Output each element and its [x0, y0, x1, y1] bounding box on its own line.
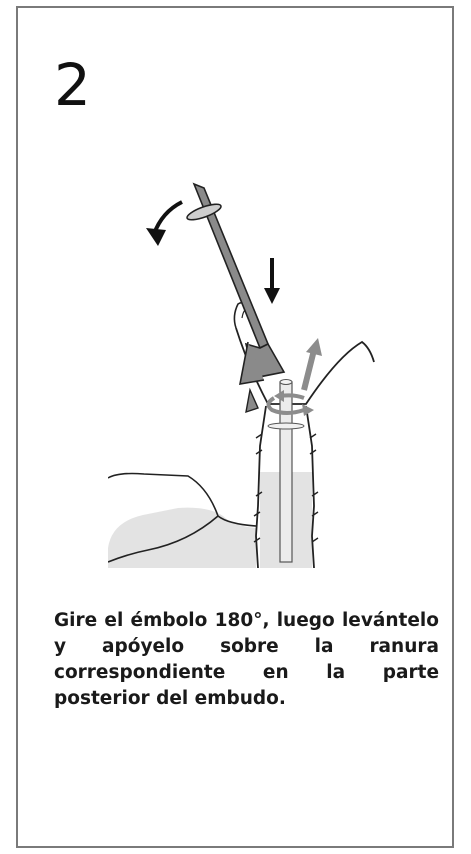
funnel-plunger-rotation-illustration [108, 182, 375, 569]
inner-plunger [267, 379, 305, 563]
instruction-text: Gire el émbolo 180°, luego levántelo y a… [54, 610, 439, 709]
plunger-rod [186, 182, 286, 414]
rotate-arrow-black-icon [146, 200, 183, 246]
rotate-arrow-grey-icon [266, 390, 314, 416]
down-arrow-black-icon [264, 258, 280, 304]
instruction-card: 2 [16, 6, 454, 848]
up-arrow-grey-icon [301, 338, 322, 391]
base-surface [108, 472, 257, 568]
step-number: 2 [54, 51, 91, 119]
